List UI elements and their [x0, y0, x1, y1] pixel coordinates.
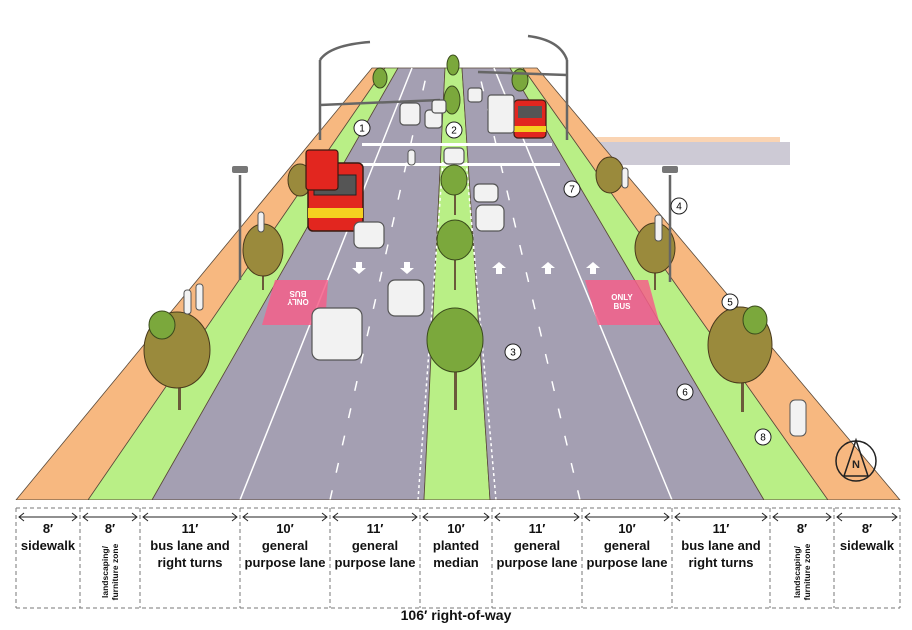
callout-2: 2 [445, 121, 463, 139]
svg-text:ONLY: ONLY [287, 297, 309, 306]
street-cross-section-illustration: ONLY BUS ONLY BUS [15, 34, 901, 500]
dimension-arrow-icon [836, 512, 898, 522]
segment-label: 10′ planted median [432, 521, 480, 570]
segment-9: 8′ landscaping/ furniture zone [770, 506, 834, 606]
segment-width: 8′ [796, 521, 808, 536]
dimension-lines [15, 507, 901, 609]
segment-label: 10′ general purpose lane [244, 521, 326, 570]
callout-3: 3 [504, 343, 522, 361]
right-of-way-label: 106′ right-of-way [400, 607, 512, 623]
dimension-arrow-icon [332, 512, 418, 522]
svg-text:ONLY: ONLY [611, 293, 633, 302]
callout-number: 6 [682, 388, 688, 399]
north-arrow-icon: N [835, 437, 877, 482]
segment-label: 11′ general purpose lane [334, 521, 416, 570]
segment-width: 8′ [104, 521, 116, 536]
bus-right [513, 99, 547, 139]
callout-number: 8 [760, 433, 766, 444]
bus-only-marking-left: ONLY BUS [262, 280, 328, 325]
bus-left [305, 149, 364, 232]
segment-0: 8′ sidewalk [16, 506, 80, 606]
callout-number: 1 [359, 124, 365, 135]
dimension-arrow-icon [584, 512, 670, 522]
callout-8: 8 [754, 428, 772, 446]
callout-number: 2 [451, 126, 457, 137]
callout-1: 1 [353, 119, 371, 137]
svg-text:BUS: BUS [289, 289, 307, 298]
dimension-arrow-icon [82, 512, 138, 522]
street-lights [238, 34, 672, 282]
right-trees [511, 68, 773, 412]
segment-name: landscaping/ furniture zone [100, 543, 120, 601]
segment-10: 8′ sidewalk [834, 506, 900, 606]
segment-name: landscaping/ furniture zone [792, 543, 812, 601]
pedestrians [183, 149, 807, 437]
callout-4: 4 [670, 197, 688, 215]
segment-4: 11′ general purpose lane [330, 506, 420, 606]
dimension-arrow-icon [142, 512, 238, 522]
dimension-arrow-icon [772, 512, 832, 522]
north-label: N [852, 459, 860, 471]
callout-5: 5 [721, 293, 739, 311]
segment-label: 11′ general purpose lane [496, 521, 578, 570]
callout-number: 7 [569, 185, 575, 196]
cars [311, 87, 515, 361]
callout-markers: 1 2 3 4 5 6 7 8 [353, 119, 772, 446]
segment-label: 8′ sidewalk [20, 521, 76, 553]
bus-only-marking-right: ONLY BUS [585, 280, 660, 325]
segment-label: 10′ general purpose lane [586, 521, 668, 570]
callout-6: 6 [676, 383, 694, 401]
callout-7: 7 [563, 180, 581, 198]
segment-5: 10′ planted median [420, 506, 492, 606]
median-trees [426, 54, 484, 410]
segment-2: 11′ bus lane and right turns [140, 506, 240, 606]
dimension-arrow-icon [494, 512, 580, 522]
dimension-arrow-icon [422, 512, 490, 522]
segment-6: 11′ general purpose lane [492, 506, 582, 606]
segment-label: 11′ bus lane and right turns [150, 521, 230, 570]
lane-arrows [352, 262, 600, 274]
segment-7: 10′ general purpose lane [582, 506, 672, 606]
segment-3: 10′ general purpose lane [240, 506, 330, 606]
callout-number: 3 [510, 348, 516, 359]
segment-8: 11′ bus lane and right turns [672, 506, 770, 606]
dimension-arrow-icon [242, 512, 328, 522]
svg-text:BUS: BUS [614, 302, 632, 311]
segment-label: 11′ bus lane and right turns [681, 521, 761, 570]
segment-1: 8′ landscaping/ furniture zone [80, 506, 140, 606]
dimension-arrow-icon [18, 512, 78, 522]
callout-number: 4 [676, 202, 682, 213]
dimension-arrow-icon [674, 512, 768, 522]
callout-number: 5 [727, 298, 733, 309]
segment-label: 8′ sidewalk [839, 521, 895, 553]
